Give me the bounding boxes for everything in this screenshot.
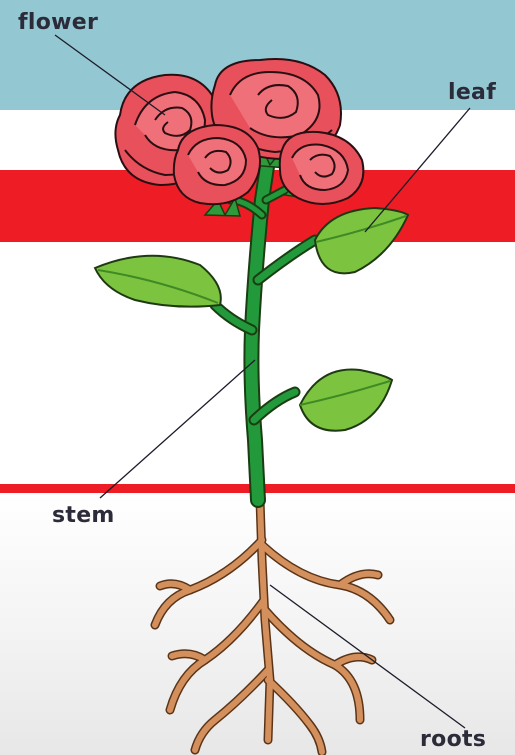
- flower-illustration: [115, 59, 363, 204]
- stem-label: stem: [52, 503, 115, 528]
- leaf-label: leaf: [448, 80, 496, 105]
- rose-right: [280, 132, 364, 204]
- roots-label: roots: [420, 727, 486, 752]
- flower-pointer-line: [55, 35, 165, 115]
- roots-illustration: [155, 500, 390, 752]
- rose-middle: [174, 125, 260, 204]
- flower-label: flower: [18, 10, 98, 35]
- stem-pointer-line: [100, 360, 255, 498]
- leaf-pointer-line: [365, 108, 470, 232]
